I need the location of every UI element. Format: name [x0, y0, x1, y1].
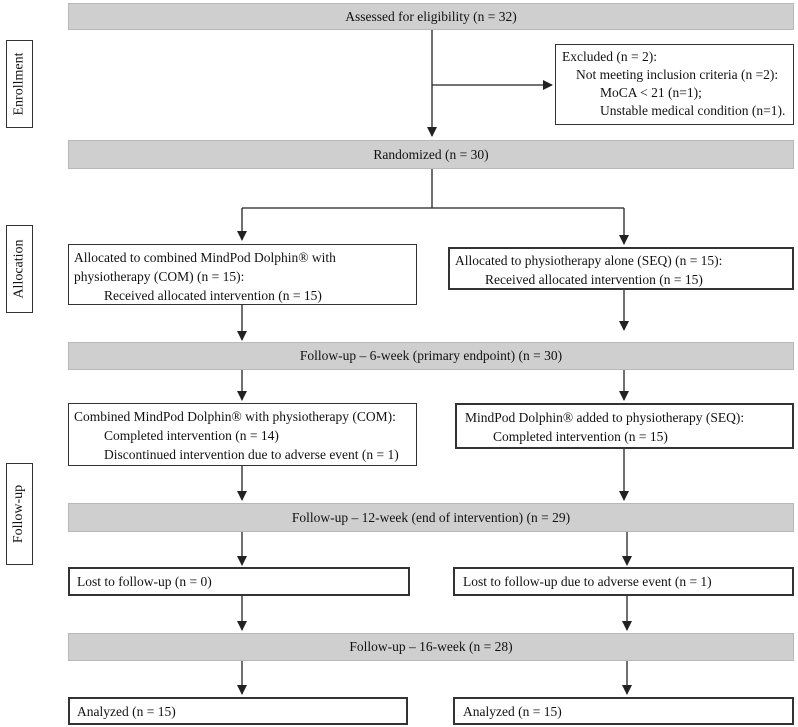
intervention-com-line2: Completed intervention (n = 14): [104, 428, 279, 443]
intervention-com-line3: Discontinued intervention due to adverse…: [104, 447, 399, 462]
section-label-followup: Follow-up: [6, 463, 33, 565]
intervention-seq-line2: Completed intervention (n = 15): [493, 429, 668, 444]
analyzed-com-box: Analyzed (n = 15): [68, 697, 408, 725]
excluded-box: Excluded (n = 2): Not meeting inclusion …: [555, 44, 794, 125]
intervention-seq-box: MindPod Dolphin® added to physiotherapy …: [455, 403, 794, 449]
allocation-seq-line2: Received allocated intervention (n = 15): [485, 272, 703, 287]
analyzed-seq-text: Analyzed (n = 15): [463, 704, 562, 719]
excluded-sub1: MoCA < 21 (n=1);: [600, 85, 702, 100]
allocation-seq-box: Allocated to physiotherapy alone (SEQ) (…: [448, 247, 794, 290]
intervention-com-line1: Combined MindPod Dolphin® with physiothe…: [74, 409, 396, 424]
allocation-com-line2: physiotherapy (COM) (n = 15):: [74, 269, 245, 284]
assessed-bar: Assessed for eligibility (n = 32): [68, 3, 794, 30]
followup-12-bar: Follow-up – 12-week (end of intervention…: [68, 503, 794, 532]
excluded-sub2: Unstable medical condition (n=1).: [600, 103, 786, 118]
randomized-bar: Randomized (n = 30): [68, 140, 794, 169]
lost-com-box: Lost to follow-up (n = 0): [68, 567, 410, 596]
allocation-com-line1: Allocated to combined MindPod Dolphin® w…: [74, 250, 336, 265]
lost-seq-box: Lost to follow-up due to adverse event (…: [453, 567, 794, 596]
analyzed-seq-box: Analyzed (n = 15): [453, 697, 794, 725]
analyzed-com-text: Analyzed (n = 15): [77, 704, 176, 719]
excluded-reason: Not meeting inclusion criteria (n =2):: [576, 67, 779, 82]
intervention-seq-line1: MindPod Dolphin® added to physiotherapy …: [465, 410, 745, 425]
intervention-com-box: Combined MindPod Dolphin® with physiothe…: [68, 403, 417, 466]
lost-com-text: Lost to follow-up (n = 0): [77, 574, 212, 589]
allocation-com-line3: Received allocated intervention (n = 15): [104, 288, 322, 303]
allocation-seq-line1: Allocated to physiotherapy alone (SEQ) (…: [455, 253, 723, 268]
section-label-allocation: Allocation: [6, 225, 33, 313]
lost-seq-text: Lost to follow-up due to adverse event (…: [463, 574, 712, 589]
excluded-title: Excluded (n = 2):: [562, 49, 657, 64]
section-label-enrollment: Enrollment: [6, 40, 33, 128]
followup-16-bar: Follow-up – 16-week (n = 28): [68, 633, 794, 661]
allocation-com-box: Allocated to combined MindPod Dolphin® w…: [68, 244, 417, 305]
followup-6-bar: Follow-up – 6-week (primary endpoint) (n…: [68, 342, 794, 370]
